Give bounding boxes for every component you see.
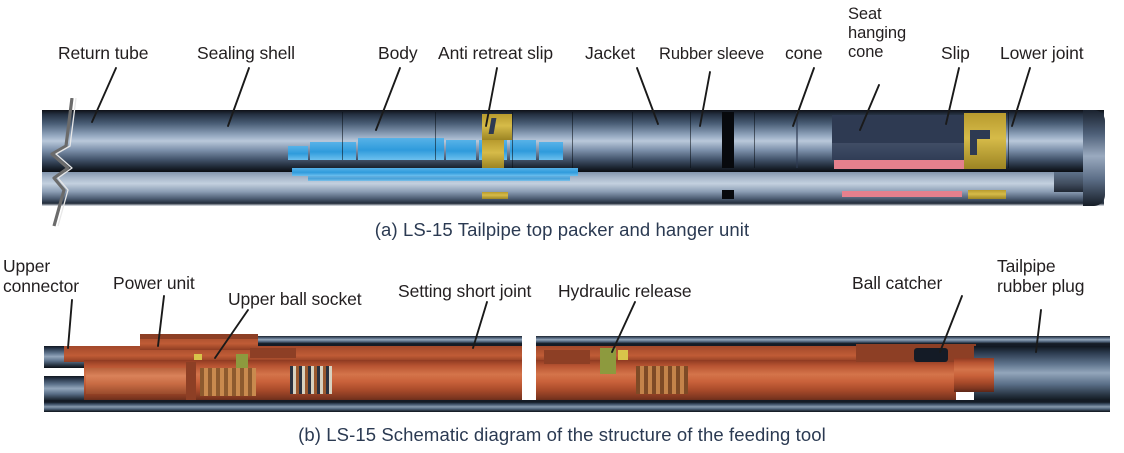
label-tailpipe-rubber-plug: Tailpipe rubber plug [997,256,1085,296]
lower-joint-endcap [1083,110,1105,206]
outer-tube-upper-lower-half [42,172,1104,206]
seat-hanging-cone-seal-mirror [842,191,962,197]
hydraulic-release-part [600,348,616,374]
tool-body-seam [186,362,196,400]
label-slip: Slip [941,43,970,63]
anti-retreat-slip-mirror [482,192,508,199]
anti-retreat-slip-part [482,114,512,140]
cone-seam [754,112,755,168]
ball-socket-detail [194,354,202,360]
label-body: Body [378,43,418,63]
lower-tool-assembly-diagram [14,332,1110,414]
label-seat-hanging-cone: Seat hanging cone [848,5,907,61]
label-cone: cone [785,43,823,63]
caption-figure-a: (a) LS-15 Tailpipe top packer and hanger… [374,219,750,240]
power-unit-block-top [140,334,258,339]
upper-tool-assembly-diagram [42,110,1105,206]
diagram-break-gap [522,332,536,414]
jacket-seam [632,112,633,168]
label-rubber-sleeve: Rubber sleeve [659,45,765,63]
ball-socket-housing [250,348,296,358]
sealing-shell-base [292,168,578,176]
cone-edge [796,112,798,168]
body-seam [435,112,436,160]
setting-short-joint-body [304,360,534,402]
anti-retreat-slip-part [482,140,504,168]
sealing-shell-part [539,142,563,160]
setting-joint-seals [290,366,332,394]
label-return-tube: Return tube [58,43,149,63]
body-seam [342,112,343,160]
outer-casing-highlight [142,336,1110,344]
label-lower-joint: Lower joint [1000,43,1084,63]
seat-hanging-cone-part [832,115,964,143]
label-jacket: Jacket [585,43,635,63]
tailpipe-plug-body [954,358,994,392]
outer-casing-lower-highlight [44,402,1110,412]
sealing-shell-base [308,176,570,181]
caption-figure-b: (b) LS-15 Schematic diagram of the struc… [298,424,826,445]
label-upper-ball-socket: Upper ball socket [228,289,362,309]
tool-body-top-right [536,346,956,362]
rubber-sleeve-mirror [722,190,734,199]
rubber-sleeve-part [722,112,734,168]
tool-body-main-right [536,360,956,402]
seal-stack [200,368,256,396]
hydraulic-release-detail [618,350,628,360]
label-setting-short-joint: Setting short joint [398,281,532,301]
sealing-shell-part [446,140,476,160]
tool-body-top [64,346,534,362]
seat-hanging-cone-part [832,143,964,160]
label-sealing-shell: Sealing shell [197,43,295,63]
sealing-shell-part [510,140,536,160]
jacket-seam [512,112,513,168]
label-power-unit: Power unit [113,273,195,293]
lower-joint-seam [1008,112,1009,168]
label-anti-retreat-slip: Anti retreat slip [438,43,554,63]
label-upper-connector: Upper connector [3,256,79,296]
label-ball-catcher: Ball catcher [852,273,943,293]
tailpipe-rubber-plug-casing [974,346,1110,402]
slip-notch [970,139,977,155]
sealing-shell-part [310,142,356,160]
jacket-seam [572,112,573,168]
sealing-shell-part [288,146,308,160]
release-seal-stack [636,366,688,394]
tool-body-shoulder [86,368,186,394]
label-hydraulic-release: Hydraulic release [558,281,692,301]
sealing-shell-part [358,138,444,160]
slip-mirror [968,190,1006,199]
hydraulic-release-housing [544,350,590,364]
slip-notch [970,130,990,139]
jacket-seam [690,112,691,168]
seat-hanging-cone-seal [834,160,964,169]
ball-catcher-balls [914,348,948,362]
break-symbol-icon [50,98,77,227]
